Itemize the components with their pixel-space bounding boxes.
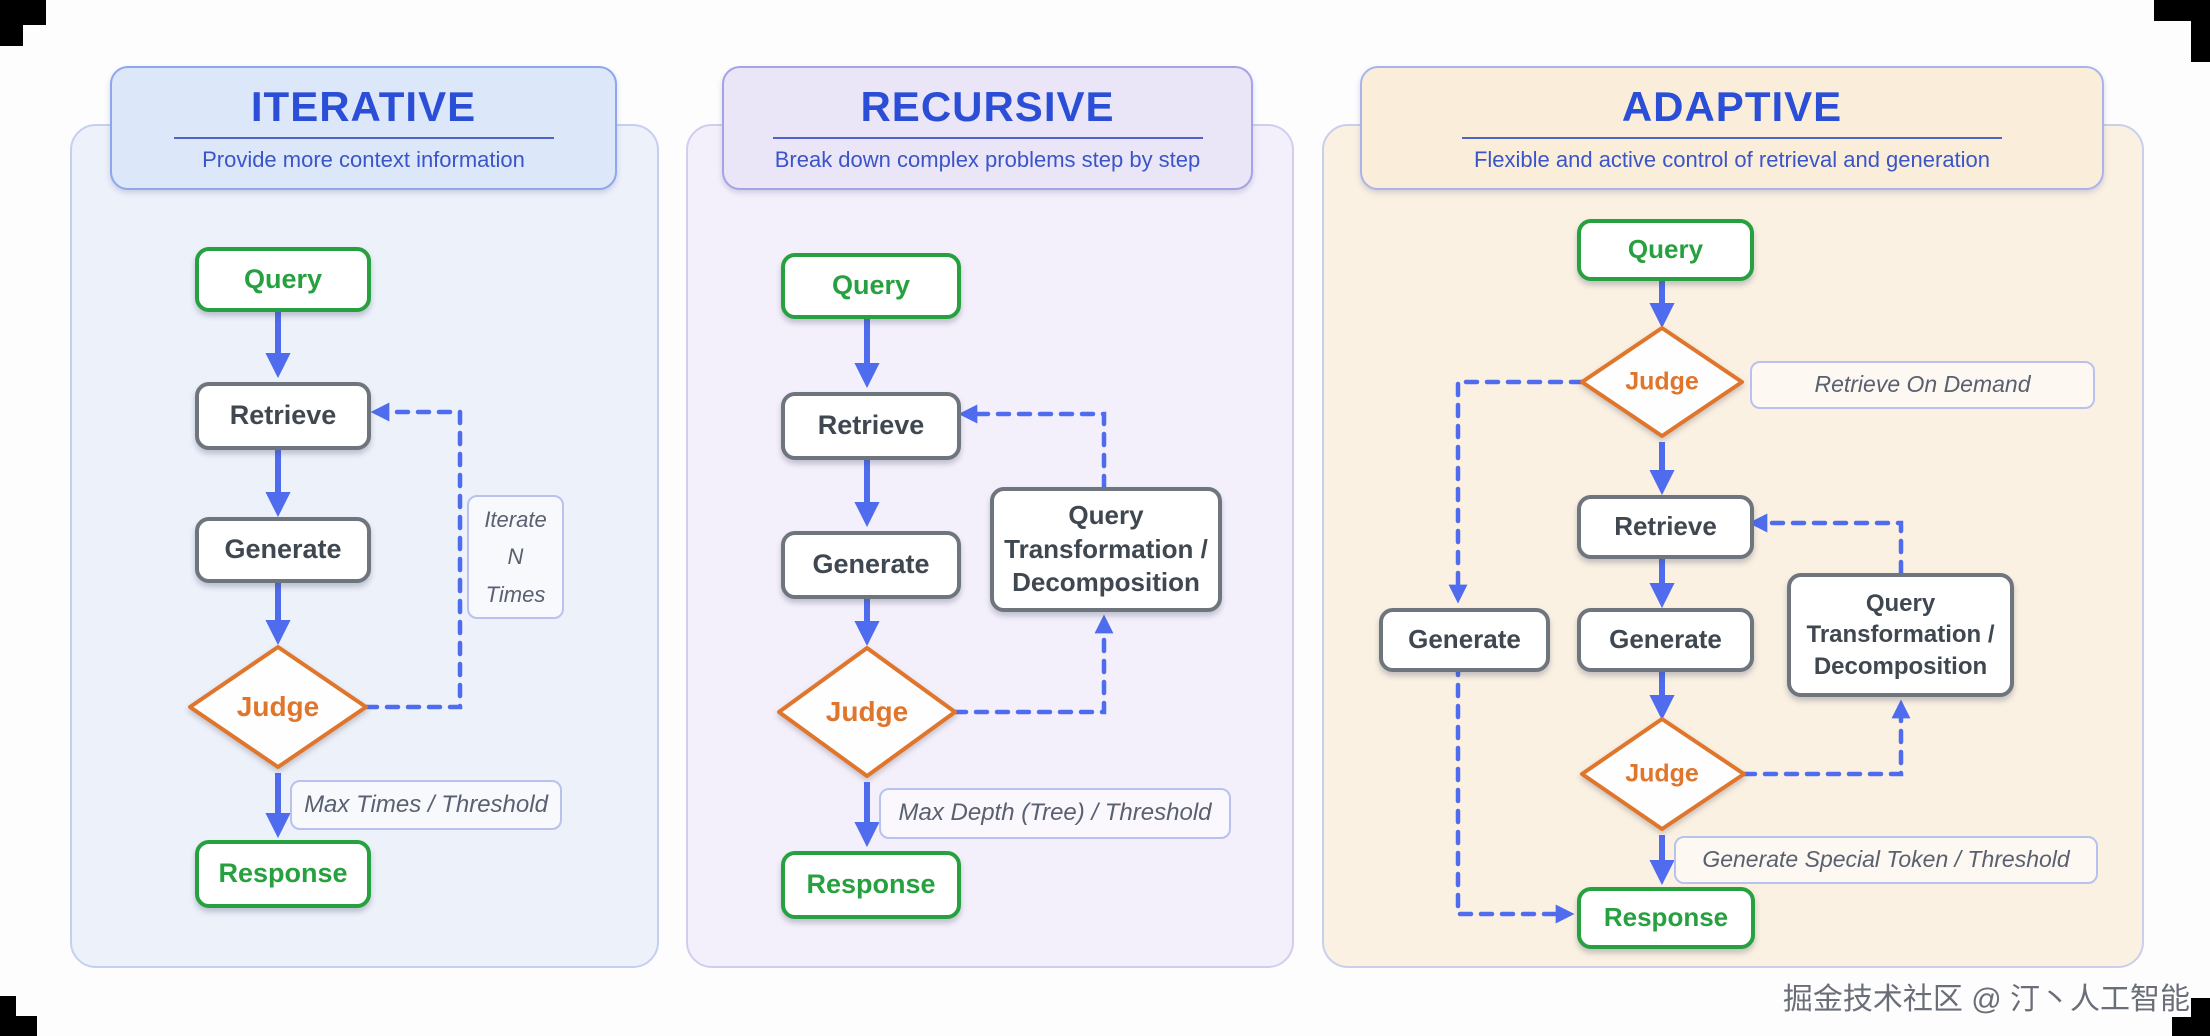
node-query-transformation: Query Transformation / Decomposition — [990, 487, 1222, 612]
header-divider — [1462, 136, 2002, 139]
recursive-flow-arrows — [777, 317, 1114, 848]
judge2-diamond — [1580, 717, 1746, 831]
node-query-transformation: Query Transformation / Decomposition — [1787, 573, 2014, 697]
note-iterate-n-times: Iterate N Times — [467, 495, 564, 619]
node-judge2-label: Judge — [1625, 759, 1699, 788]
node-retrieve: Retrieve — [1577, 495, 1754, 559]
panel-recursive-title: RECURSIVE — [860, 82, 1115, 130]
header-divider — [772, 136, 1203, 139]
corner-mark-bottom-left-2 — [0, 996, 16, 1036]
node-judge-label: Judge — [236, 691, 320, 722]
node-retrieve: Retrieve — [781, 392, 961, 460]
node-retrieve: Retrieve — [195, 382, 371, 450]
watermark-text: 掘金技术社区 @ 汀丶人工智能 — [1782, 983, 2190, 1016]
node-generate-left: Generate — [1379, 608, 1550, 672]
adaptive-flow-arrows — [1448, 279, 1911, 924]
panel-iterative: ITERATIVE Provide more context informati… — [70, 66, 659, 968]
node-query: Query — [781, 253, 961, 319]
node-generate: Generate — [781, 531, 961, 599]
header-divider — [173, 136, 554, 139]
node-judge1-label: Judge — [1625, 367, 1699, 396]
note-generate-special-token: Generate Special Token / Threshold — [1674, 836, 2098, 884]
iterative-flow-arrows — [188, 309, 463, 839]
dashed-transform-retrieve — [1748, 513, 1904, 576]
dashed-transform-retrieve — [958, 404, 1107, 490]
note-retrieve-on-demand: Retrieve On Demand — [1750, 361, 2095, 409]
node-response: Response — [781, 851, 961, 919]
panel-recursive-header: RECURSIVE Break down complex problems st… — [722, 66, 1253, 190]
dashed-judge2-transform — [1741, 699, 1911, 777]
node-judge-label: Judge — [825, 696, 909, 727]
panel-adaptive-title: ADAPTIVE — [1621, 82, 1843, 130]
judge-diamond — [188, 645, 368, 769]
note-max-depth-threshold: Max Depth (Tree) / Threshold — [879, 788, 1231, 839]
node-query: Query — [195, 247, 371, 312]
panel-iterative-subtitle: Provide more context information — [202, 146, 525, 172]
dashed-judge-transform — [952, 614, 1114, 715]
node-query: Query — [1577, 219, 1754, 281]
note-max-times-threshold: Max Times / Threshold — [290, 780, 562, 830]
corner-mark-bottom-right-2 — [2191, 998, 2210, 1036]
panel-recursive-subtitle: Break down complex problems step by step — [774, 146, 1201, 172]
panel-recursive: RECURSIVE Break down complex problems st… — [686, 66, 1294, 968]
dashed-loop-judge-retrieve — [363, 402, 463, 710]
node-generate: Generate — [1577, 608, 1754, 672]
panel-adaptive-subtitle: Flexible and active control of retrieval… — [1473, 146, 1991, 172]
dashed-generate-left-response — [1455, 661, 1575, 924]
corner-mark-top-left-2 — [0, 0, 23, 46]
node-generate: Generate — [195, 517, 371, 583]
corner-mark-top-right-2 — [2191, 0, 2210, 62]
panel-iterative-title: ITERATIVE — [250, 82, 477, 130]
dashed-judge1-generate-left — [1448, 379, 1585, 604]
judge-diamond — [777, 646, 957, 778]
node-response: Response — [195, 840, 371, 908]
panel-iterative-header: ITERATIVE Provide more context informati… — [110, 66, 617, 190]
panel-adaptive: ADAPTIVE Flexible and active control of … — [1322, 66, 2144, 968]
node-response: Response — [1577, 887, 1755, 949]
panel-adaptive-header: ADAPTIVE Flexible and active control of … — [1360, 66, 2104, 190]
judge1-diamond — [1580, 326, 1744, 438]
